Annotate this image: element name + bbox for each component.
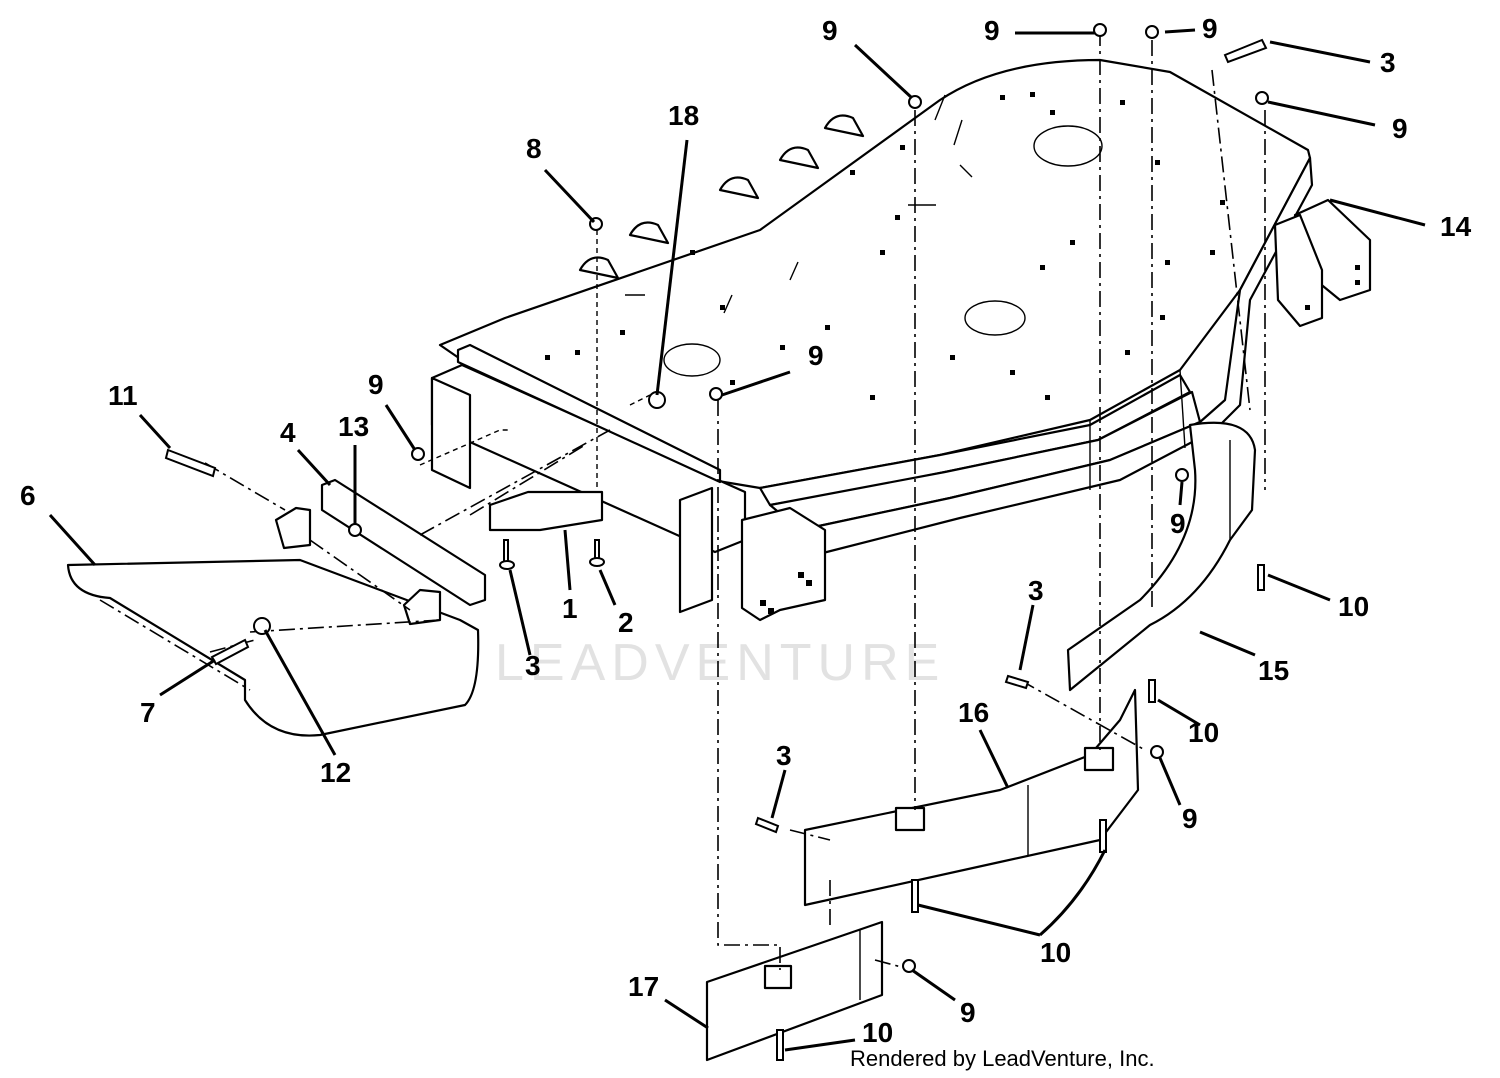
callout-6: 6 bbox=[20, 480, 36, 511]
callout-16: 16 bbox=[958, 697, 989, 728]
callout-7: 7 bbox=[140, 697, 156, 728]
baffle-16 bbox=[803, 688, 1140, 907]
callout-18: 18 bbox=[668, 100, 699, 131]
callout-10: 10 bbox=[862, 1017, 893, 1048]
callout-9: 9 bbox=[1392, 113, 1408, 144]
callout-9: 9 bbox=[1202, 13, 1218, 44]
callout-11: 11 bbox=[108, 380, 138, 411]
callout-9: 9 bbox=[808, 340, 824, 371]
deck-bracket-right bbox=[1273, 198, 1372, 328]
callout-3: 3 bbox=[1380, 47, 1396, 78]
callout-9: 9 bbox=[1170, 508, 1186, 539]
callout-15: 15 bbox=[1258, 655, 1289, 686]
callout-2: 2 bbox=[618, 607, 634, 638]
assembly-lines bbox=[99, 30, 1266, 970]
callout-labels: 9 9 9 3 9 14 18 8 9 9 11 4 13 6 1 2 3 7 … bbox=[20, 13, 1472, 1048]
callout-3: 3 bbox=[776, 740, 792, 771]
front-hitch-bar bbox=[430, 343, 827, 622]
callout-3: 3 bbox=[1028, 575, 1044, 606]
callout-9: 9 bbox=[984, 15, 1000, 46]
callout-9: 9 bbox=[368, 369, 384, 400]
watermark-text: LEADVENTURE bbox=[495, 634, 945, 692]
callout-3: 3 bbox=[525, 650, 541, 681]
callout-10: 10 bbox=[1188, 717, 1219, 748]
callout-9: 9 bbox=[1182, 803, 1198, 834]
callout-10: 10 bbox=[1040, 937, 1071, 968]
render-credit: Rendered by LeadVenture, Inc. bbox=[850, 1046, 1155, 1071]
callout-9: 9 bbox=[960, 997, 976, 1028]
plate-1 bbox=[488, 490, 604, 532]
callout-8: 8 bbox=[526, 133, 542, 164]
baffle-15 bbox=[1066, 421, 1257, 692]
hardware bbox=[164, 23, 1269, 1061]
callout-4: 4 bbox=[280, 417, 296, 448]
baffle-17 bbox=[705, 920, 884, 1062]
callout-13: 13 bbox=[338, 411, 369, 442]
callout-12: 12 bbox=[320, 757, 351, 788]
callout-17: 17 bbox=[628, 971, 659, 1002]
callout-9: 9 bbox=[822, 15, 838, 46]
callout-1: 1 bbox=[562, 593, 578, 624]
callout-14: 14 bbox=[1440, 211, 1472, 242]
discharge-shield bbox=[66, 478, 487, 737]
callout-10: 10 bbox=[1338, 591, 1369, 622]
leader-lines bbox=[48, 28, 1426, 1052]
